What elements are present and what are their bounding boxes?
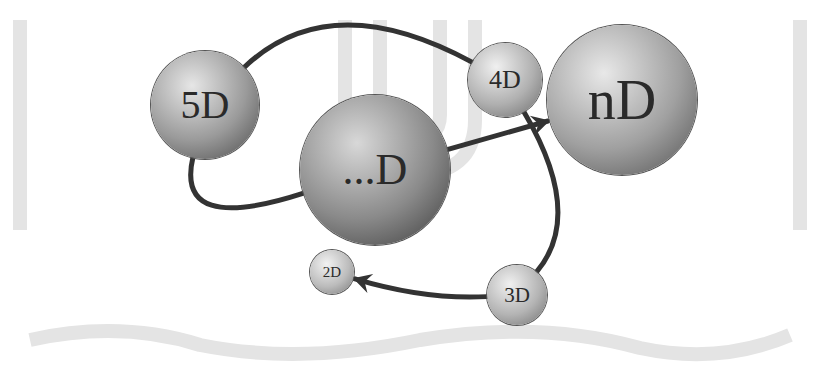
dimension-sphere: ...D: [300, 95, 450, 245]
dimension-label: 3D: [504, 285, 530, 306]
dimension-sphere: 4D: [468, 43, 542, 117]
dimension-sphere: 5D: [151, 51, 259, 159]
curved-connector: [191, 158, 304, 208]
dimension-label: 4D: [489, 67, 521, 93]
dimension-sphere: nD: [547, 25, 697, 175]
curved-connector: [355, 279, 487, 297]
watermark-shapes: [20, 20, 800, 354]
curved-connector: [524, 112, 558, 272]
curved-connector: [244, 25, 473, 68]
dimension-sphere: 2D: [310, 250, 354, 294]
dimension-label: 5D: [181, 85, 230, 125]
dimension-label: 2D: [323, 265, 341, 280]
dimension-sphere: 3D: [487, 265, 547, 325]
dimension-label: ...D: [343, 148, 408, 192]
dimension-label: nD: [588, 72, 656, 128]
